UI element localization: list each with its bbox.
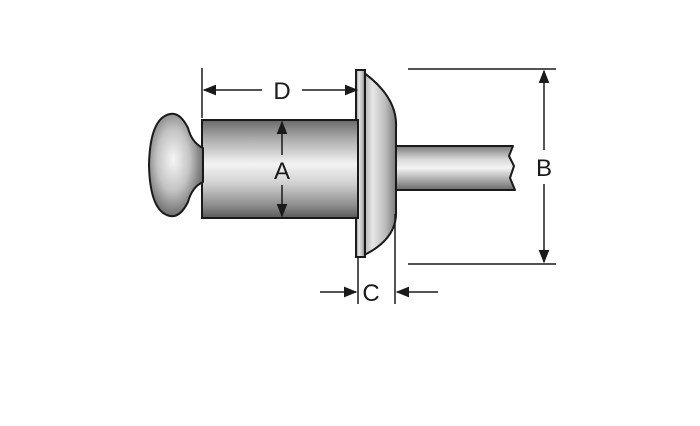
dim-c-label: C: [362, 280, 379, 307]
dim-b-label: B: [536, 155, 552, 182]
dim-a-label: A: [274, 158, 290, 185]
dim-d-label: D: [273, 78, 290, 105]
mandrel-stem: [394, 145, 516, 191]
mandrel-head: [148, 112, 204, 218]
rivet-flange: [359, 69, 398, 258]
rivet-body: [201, 119, 359, 219]
